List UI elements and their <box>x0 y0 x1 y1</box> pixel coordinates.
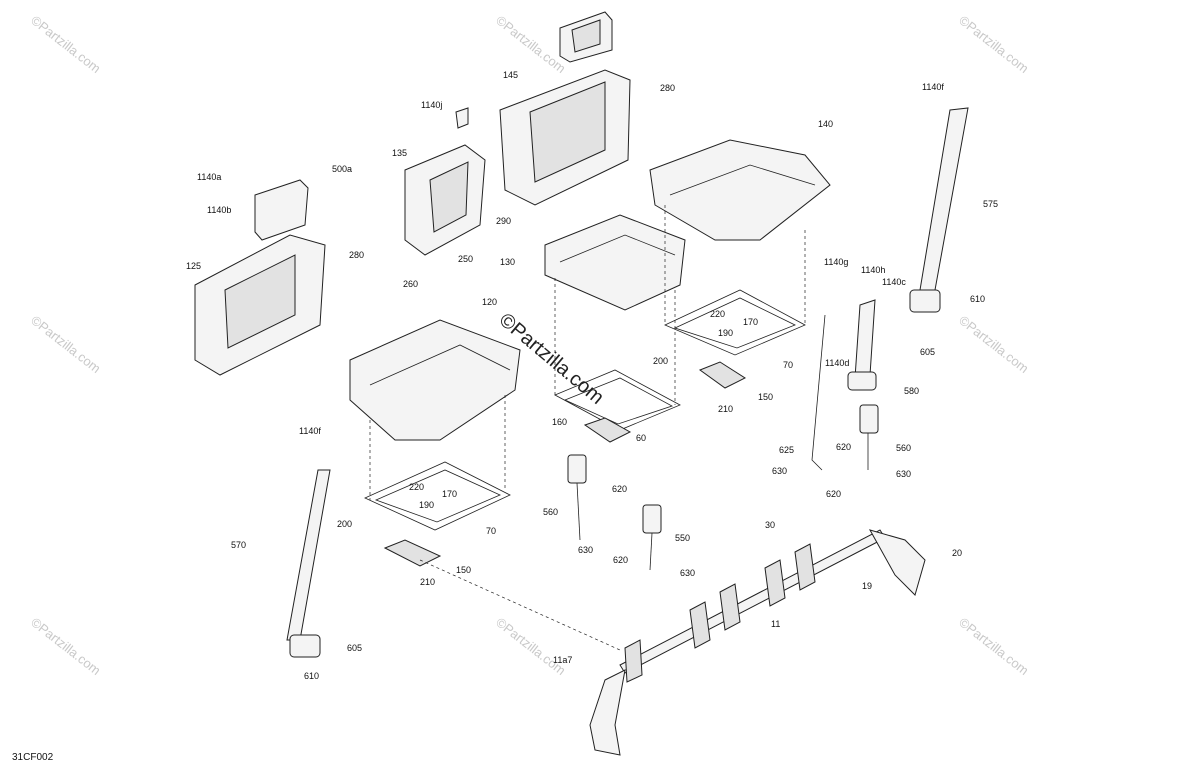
callout-label: 630 <box>772 466 787 476</box>
callout-label: 605 <box>920 347 935 357</box>
callout-label: 620 <box>836 442 851 452</box>
callout-label: 130 <box>500 257 515 267</box>
callout-label: 150 <box>456 565 471 575</box>
callout-label: 260 <box>403 279 418 289</box>
callout-label: 1140h <box>861 265 885 275</box>
callout-label: 610 <box>970 294 985 304</box>
callout-label: 605 <box>347 643 362 653</box>
callout-label: 620 <box>612 484 627 494</box>
callout-label: 70 <box>486 526 496 536</box>
watermark: ©Partzilla.com <box>956 313 1031 377</box>
callout-label: 280 <box>349 250 364 260</box>
watermark: ©Partzilla.com <box>28 615 103 679</box>
callout-label: 280 <box>660 83 675 93</box>
callout-label: 570 <box>231 540 246 550</box>
callout-label: 575 <box>983 199 998 209</box>
callout-label: 1140g <box>824 257 848 267</box>
callout-label: 19 <box>862 581 872 591</box>
callout-label: 170 <box>442 489 457 499</box>
callout-label: 200 <box>337 519 352 529</box>
callout-label: 1140b <box>207 205 231 215</box>
callout-labels: 1140f 575 145 280 1140j 135 140 290 1140… <box>186 70 998 681</box>
callout-label: 30 <box>765 520 775 530</box>
callout-label: 1140a <box>197 172 221 182</box>
callout-label: 550 <box>675 533 690 543</box>
watermark: ©Partzilla.com <box>956 615 1031 679</box>
callout-label: 580 <box>904 386 919 396</box>
callout-label: 610 <box>304 671 319 681</box>
callout-label: 125 <box>186 261 201 271</box>
callout-label: 1140c <box>882 277 906 287</box>
callout-label: 70 <box>783 360 793 370</box>
callout-label: 160 <box>552 417 567 427</box>
watermark: ©Partzilla.com <box>28 313 103 377</box>
callout-label: 220 <box>710 309 725 319</box>
callout-label: 135 <box>392 148 407 158</box>
callout-label: 11 <box>771 619 780 629</box>
callout-label: 200 <box>653 356 668 366</box>
callout-label: 290 <box>496 216 511 226</box>
callout-label: 150 <box>758 392 773 402</box>
callout-label: 120 <box>482 297 497 307</box>
callout-label: 620 <box>826 489 841 499</box>
callout-label: 1140j <box>421 100 442 110</box>
callout-label: 140 <box>818 119 833 129</box>
diagram-code: 31CF002 <box>12 752 54 763</box>
watermark: ©Partzilla.com <box>956 13 1031 77</box>
callout-label: 190 <box>718 328 733 338</box>
callout-label: 20 <box>952 548 962 558</box>
callout-label: 210 <box>718 404 733 414</box>
callout-label: 560 <box>896 443 911 453</box>
callout-label: 170 <box>743 317 758 327</box>
callout-label: 210 <box>420 577 435 587</box>
callout-label: 625 <box>779 445 794 455</box>
callout-label: 1140f <box>299 426 321 436</box>
callout-label: 190 <box>419 500 434 510</box>
callout-label: 630 <box>578 545 593 555</box>
watermark: ©Partzilla.com <box>493 13 568 77</box>
callout-label: 630 <box>680 568 695 578</box>
callout-label: 250 <box>458 254 473 264</box>
callout-label: 220 <box>409 482 424 492</box>
callout-label: 1140d <box>825 358 849 368</box>
callout-label: 1140f <box>922 82 944 92</box>
watermark: ©Partzilla.com <box>28 13 103 77</box>
callout-label: 60 <box>636 433 646 443</box>
part-drawings <box>194 11 969 756</box>
callout-label: 11a7 <box>553 655 572 665</box>
watermark: ©Partzilla.com <box>493 615 568 679</box>
callout-label: 560 <box>543 507 558 517</box>
callout-label: 630 <box>896 469 911 479</box>
callout-label: 145 <box>503 70 518 80</box>
callout-label: 500a <box>332 164 352 174</box>
callout-label: 620 <box>613 555 628 565</box>
